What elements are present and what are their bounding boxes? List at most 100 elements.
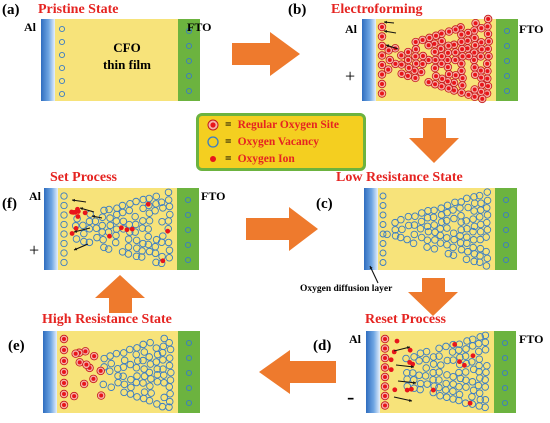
oxygen-vacancy: [501, 339, 509, 347]
oxygen-vacancy: [457, 218, 465, 226]
oxygen-vacancy: [379, 240, 387, 247]
oxygen-vacancy: [468, 358, 476, 366]
regular-oxygen-site-core: [73, 351, 78, 356]
panel-a-fto-electrode: [178, 19, 200, 101]
oxygen-vacancy: [132, 364, 141, 372]
regular-oxygen-site-core: [479, 47, 484, 52]
regular-oxygen-site-core: [99, 393, 104, 398]
oxygen-vacancy: [415, 371, 423, 379]
oxygen-vacancy: [159, 365, 167, 373]
arrow-a-to-b: [232, 32, 300, 76]
oxygen-ion: [124, 227, 130, 233]
panel-c-title: Low Resistance State: [336, 170, 463, 185]
oxygen-vacancy: [416, 349, 425, 358]
regular-oxygen-site-core: [62, 337, 66, 341]
oxygen-vacancy: [100, 354, 108, 363]
regular-oxygen-site-core: [479, 75, 484, 80]
oxygen-vacancy: [166, 390, 174, 398]
oxygen-vacancy: [113, 365, 122, 373]
oxygen-vacancy: [144, 240, 153, 249]
regular-oxygen-site-core: [383, 403, 387, 408]
regular-oxygen-site-core: [485, 76, 490, 81]
oxygen-vacancy: [501, 354, 509, 362]
oxygen-vacancy: [443, 371, 451, 379]
regular-oxygen-site-core: [433, 58, 438, 62]
regular-oxygen-site-core: [486, 17, 491, 21]
panel-d-film: [366, 331, 516, 413]
oxygen-vacancy: [503, 57, 511, 65]
legend: = Regular Oxygen Site = Oxygen Vacancy =…: [196, 113, 366, 171]
oxygen-vacancy: [164, 188, 173, 197]
oxygen-ion: [129, 226, 135, 232]
oxygen-vacancy: [423, 243, 431, 251]
regular-oxygen-site-core: [439, 84, 444, 89]
panel-c-fto-electrode: [495, 188, 517, 270]
regular-oxygen-site-core: [380, 72, 384, 77]
regular-oxygen-site-core: [432, 66, 437, 71]
oxygen-vacancy: [435, 383, 443, 392]
regular-oxygen-site-core: [472, 28, 477, 33]
oxygen-vacancy: [125, 220, 133, 229]
oxygen-vacancy: [437, 361, 445, 369]
oxygen-vacancy: [58, 51, 66, 59]
oxygen-vacancy: [422, 364, 430, 372]
regular-oxygen-site-core: [412, 68, 417, 73]
oxygen-vacancy: [443, 201, 452, 210]
regular-oxygen-site-core: [452, 80, 457, 85]
panel-e-fto-electrode: [178, 331, 200, 413]
ion-motion-arrowhead: [92, 215, 96, 219]
oxygen-vacancy: [418, 209, 426, 217]
regular-oxygen-site-icon: [207, 119, 219, 131]
oxygen-vacancy: [147, 375, 155, 383]
regular-oxygen-site-core: [380, 34, 384, 39]
oxygen-vacancy: [60, 201, 68, 210]
regular-oxygen-site-core: [472, 87, 477, 92]
oxygen-vacancy: [60, 220, 68, 229]
regular-oxygen-site-core: [446, 72, 451, 77]
oxygen-vacancy: [139, 394, 148, 403]
oxygen-vacancy: [91, 217, 100, 226]
oxygen-vacancy: [72, 235, 81, 243]
oxygen-ion: [145, 201, 151, 207]
oxygen-diffusion-annotation: Oxygen diffusion layer: [300, 284, 393, 294]
oxygen-vacancy: [153, 377, 162, 386]
oxygen-vacancy: [449, 387, 457, 395]
oxygen-ion: [457, 359, 462, 365]
oxygen-vacancy: [462, 217, 470, 225]
oxygen-vacancy: [185, 27, 193, 35]
oxygen-vacancy: [410, 230, 419, 239]
regular-oxygen-site-core: [486, 39, 491, 44]
regular-oxygen-site-core: [383, 375, 387, 379]
regular-oxygen-site-core: [77, 360, 82, 365]
oxygen-vacancy: [481, 396, 490, 404]
oxygen-vacancy: [140, 348, 149, 356]
panel-d-left-electrode: Al: [349, 332, 361, 346]
panel-a-title: Pristine State: [38, 2, 119, 17]
oxygen-vacancy: [469, 215, 477, 223]
oxygen-vacancy: [476, 333, 484, 341]
oxygen-vacancy: [105, 205, 113, 214]
regular-oxygen-site-core: [452, 88, 457, 93]
panel-b-letter: (b): [288, 2, 307, 18]
oxygen-vacancy: [144, 225, 152, 233]
oxygen-vacancy: [379, 211, 387, 219]
oxygen-vacancy: [423, 222, 432, 231]
oxygen-vacancy: [429, 360, 438, 368]
oxygen-vacancy: [184, 226, 192, 234]
oxygen-vacancy: [436, 391, 444, 400]
oxygen-vacancy: [139, 195, 148, 204]
regular-oxygen-site-core: [413, 75, 418, 80]
oxygen-vacancy: [457, 245, 466, 254]
arrow-b-to-c: [409, 118, 459, 163]
panel-b-title: Electroforming: [331, 2, 423, 17]
panel-f-sign: +: [29, 240, 40, 260]
regular-oxygen-site-core: [433, 82, 438, 87]
oxygen-vacancy: [85, 217, 94, 226]
oxygen-vacancy: [133, 393, 141, 401]
regular-oxygen-site-core: [486, 54, 491, 59]
regular-oxygen-site-core: [485, 69, 490, 74]
oxygen-vacancy: [165, 354, 174, 362]
oxygen-vacancy: [132, 252, 141, 261]
regular-oxygen-site-core: [479, 40, 484, 45]
regular-oxygen-site-core: [420, 62, 425, 67]
